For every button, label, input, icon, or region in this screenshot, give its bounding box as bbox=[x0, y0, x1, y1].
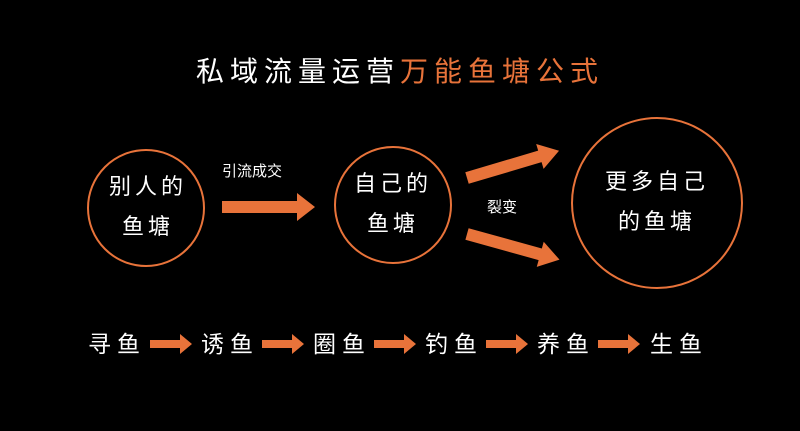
step-arrow-1 bbox=[150, 334, 192, 354]
node-others-pond-line2: 鱼塘 bbox=[121, 215, 174, 240]
title-accent: 万能鱼塘公式 bbox=[400, 55, 605, 88]
step-3: 圈鱼 bbox=[313, 332, 371, 358]
edge-convert-label: 引流成交 bbox=[222, 162, 283, 180]
arrow-fission-down bbox=[465, 228, 560, 267]
title-main: 私域流量运营 bbox=[195, 55, 400, 88]
step-arrow-4 bbox=[486, 334, 528, 354]
step-1: 寻鱼 bbox=[88, 332, 146, 358]
node-own-pond-line2: 鱼塘 bbox=[366, 212, 419, 237]
step-arrow-5 bbox=[598, 334, 640, 354]
step-5: 养鱼 bbox=[537, 332, 595, 358]
node-more-ponds-line1: 更多自己 bbox=[604, 170, 709, 195]
arrow-convert bbox=[222, 193, 315, 221]
node-own-pond: 自己的 鱼塘 bbox=[333, 165, 453, 245]
node-more-ponds-line2: 的鱼塘 bbox=[617, 210, 696, 235]
step-2: 诱鱼 bbox=[201, 332, 259, 358]
node-others-pond: 别人的 鱼塘 bbox=[88, 168, 208, 248]
node-others-pond-line1: 别人的 bbox=[108, 175, 187, 200]
step-arrow-2 bbox=[262, 334, 304, 354]
page-title: 私域流量运营万能鱼塘公式 bbox=[0, 50, 800, 90]
node-more-ponds: 更多自己 的鱼塘 bbox=[572, 163, 742, 243]
step-6: 生鱼 bbox=[650, 332, 708, 358]
node-more-ponds-circle bbox=[571, 117, 743, 289]
step-arrows bbox=[150, 334, 640, 354]
node-own-pond-line1: 自己的 bbox=[353, 172, 432, 197]
arrow-fission-up bbox=[465, 143, 560, 184]
node-others-pond-circle bbox=[87, 149, 205, 267]
step-arrow-3 bbox=[374, 334, 416, 354]
step-4: 钓鱼 bbox=[425, 332, 483, 358]
edge-fission-label: 裂变 bbox=[487, 198, 518, 216]
node-own-pond-circle bbox=[334, 146, 452, 264]
